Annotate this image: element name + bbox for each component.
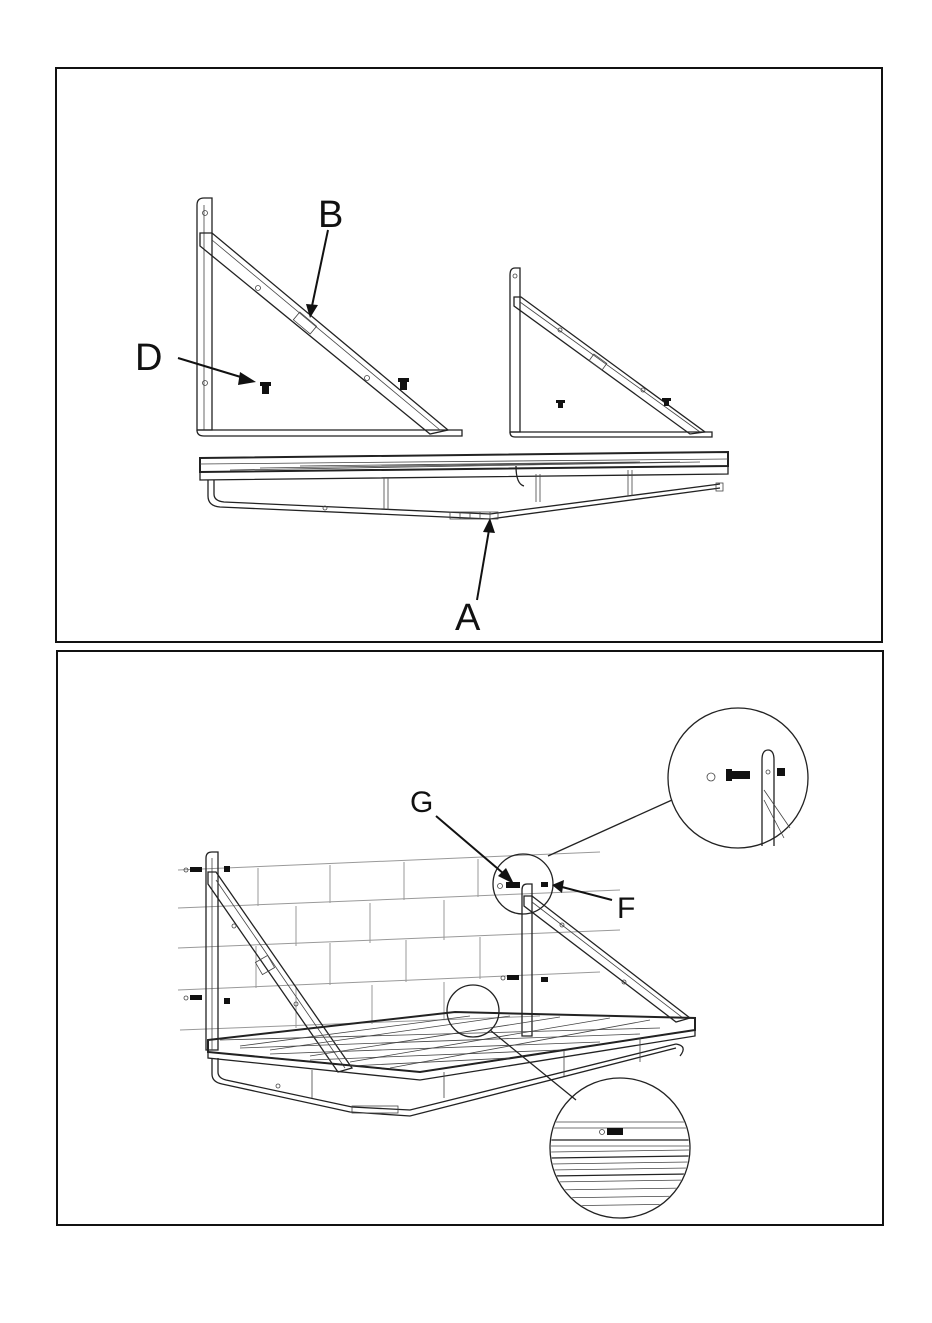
zoom-detail-frame <box>550 1078 690 1218</box>
zoom-detail-screw <box>668 708 808 848</box>
shelf-frame-installed <box>208 1012 695 1116</box>
callout-F <box>552 880 612 900</box>
callout-G <box>436 816 514 884</box>
label-F: F <box>617 892 635 925</box>
brick-wall <box>178 852 620 1030</box>
screw-left-bottom <box>184 995 230 1004</box>
detail-circle-frame <box>447 985 499 1037</box>
screw-right-bottom <box>501 975 548 982</box>
label-G: G <box>410 786 433 819</box>
